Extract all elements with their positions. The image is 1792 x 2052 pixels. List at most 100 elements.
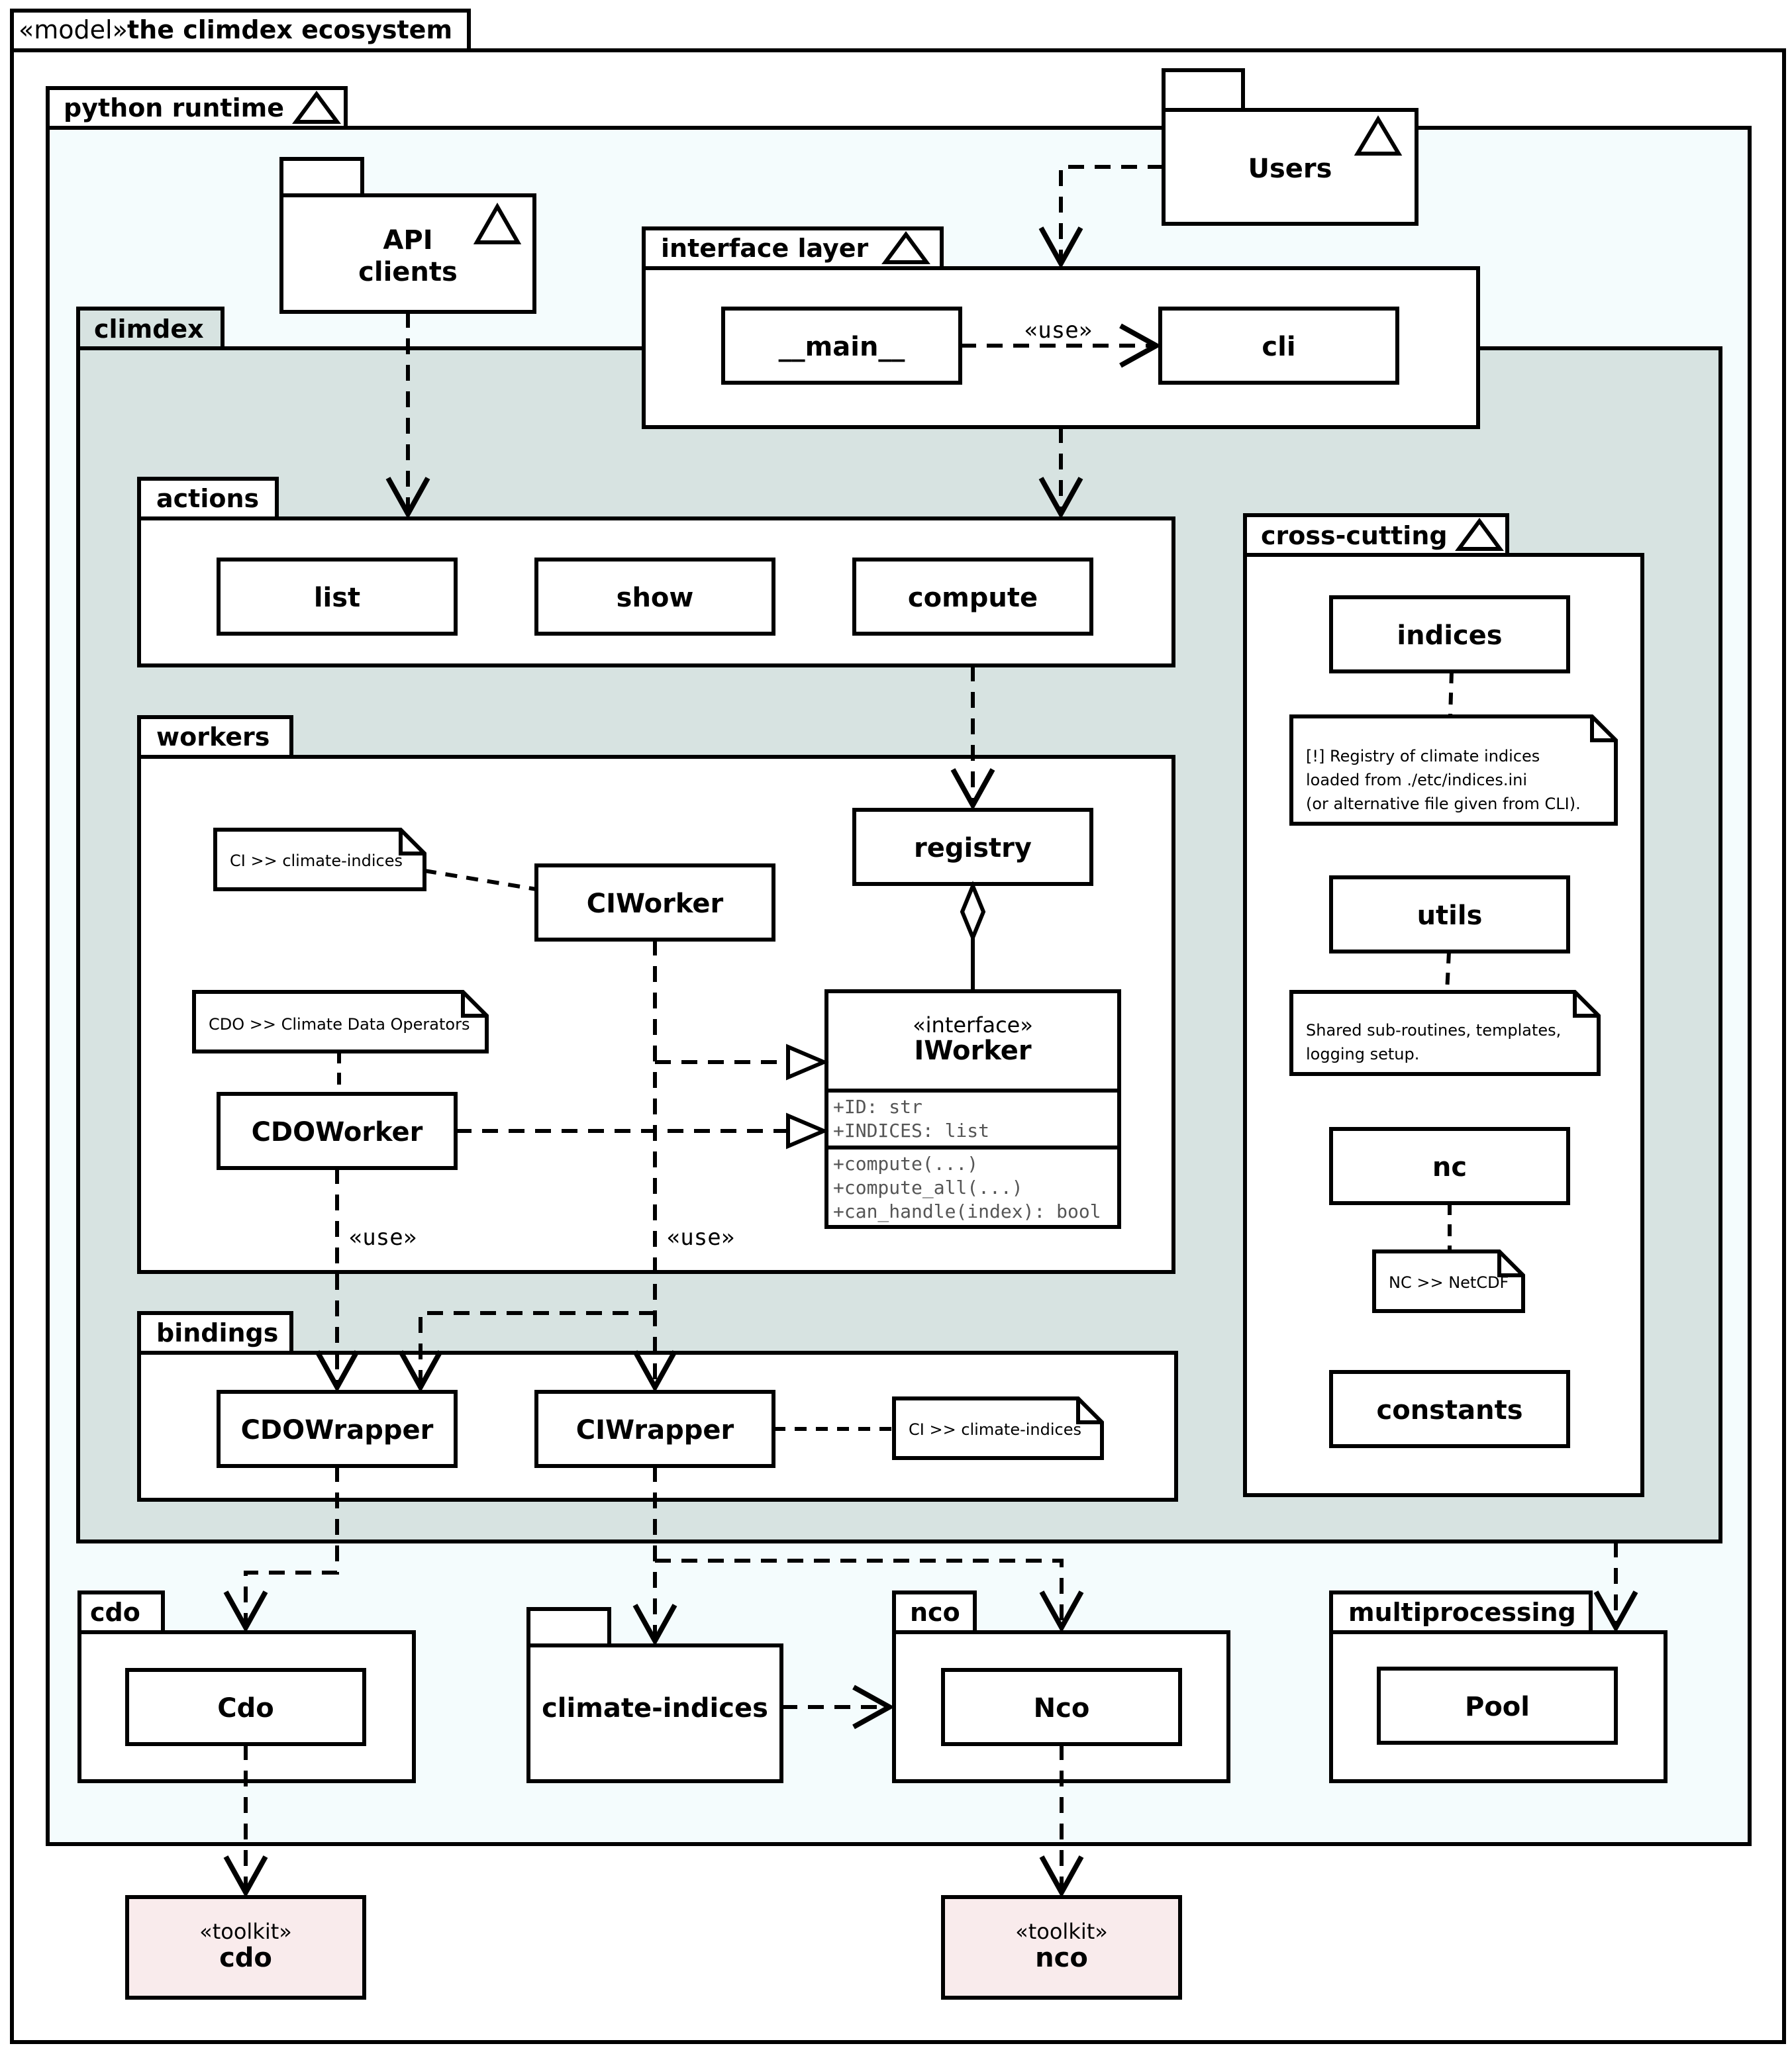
cdowrapper-class (217, 1390, 458, 1468)
ciwrapper-label: CIWrapper (576, 1415, 734, 1445)
cdowrapper-to-cdo-arrow (223, 1466, 339, 1634)
python-runtime-triangle-icon (292, 90, 341, 124)
cli-module (1158, 307, 1399, 385)
action-list (217, 558, 458, 636)
utils-note (1289, 990, 1601, 1076)
action-compute-label: compute (908, 583, 1038, 613)
package-climate-indices: climate-indices (526, 1607, 783, 1783)
nco-class-label: Nco (1034, 1693, 1090, 1724)
actions-label: actions (156, 484, 259, 513)
main-module-label: __main__ (779, 332, 905, 362)
action-compute (852, 558, 1093, 636)
nco-package-label: nco (910, 1598, 960, 1627)
python-runtime-label: python runtime (64, 93, 284, 122)
interface-layer-triangle-icon (881, 230, 930, 264)
toolkit-nco: «toolkit» nco (941, 1895, 1182, 2000)
api-clients-label-line2: clients (358, 257, 458, 287)
utils-note-link (1445, 951, 1451, 993)
ciworker-note-text: CI >> climate-indices (230, 852, 403, 870)
utils-label: utils (1417, 901, 1483, 931)
ciwrapper-to-nco-arrow (655, 1559, 1084, 1634)
ciworker-use-label: «use» (667, 1224, 734, 1251)
action-show (534, 558, 775, 636)
cross-cutting-label: cross-cutting (1261, 521, 1448, 550)
indices-note-text: (or alternative file given from CLI). (1306, 795, 1581, 813)
constants-label: constants (1377, 1395, 1523, 1426)
users-label: Users (1248, 154, 1332, 184)
ciworker-note-link (424, 869, 537, 891)
package-actions: actions list show compute (137, 477, 1175, 667)
cdo-class-label: Cdo (217, 1693, 274, 1724)
package-users: Users (1162, 68, 1419, 226)
ciwrapper-note-text: CI >> climate-indices (909, 1420, 1081, 1439)
realization-arrowhead-icon (786, 1112, 829, 1149)
nc-module (1329, 1127, 1570, 1205)
aggregation-diamond-icon (960, 881, 986, 943)
package-cross-cutting: cross-cutting indices [!] Registry of cl… (1243, 513, 1644, 1497)
realization-arrowhead-icon (786, 1044, 829, 1081)
cdoworker-use-label: «use» (349, 1224, 417, 1251)
indices-note (1289, 714, 1618, 826)
model-stereotype: «model» (19, 15, 128, 44)
note-fold-icon (1497, 1251, 1523, 1277)
action-show-label: show (617, 583, 694, 613)
note-fold-icon (399, 830, 424, 855)
toolkit-nco-stereotype: «toolkit» (1015, 1919, 1108, 1944)
indices-note-text: [!] Registry of climate indices (1306, 747, 1540, 765)
climate-indices-label: climate-indices (542, 1693, 768, 1724)
cli-module-label: cli (1262, 332, 1295, 362)
indices-note-link (1448, 671, 1454, 717)
api-clients-label-line1: API (383, 225, 432, 256)
cdo-package-label: cdo (90, 1598, 140, 1627)
note-fold-icon (1573, 992, 1599, 1018)
utils-module (1329, 875, 1570, 953)
toolkit-cdo-stereotype: «toolkit» (199, 1919, 292, 1944)
ciworker-label: CIWorker (587, 889, 724, 919)
nco-class (941, 1668, 1182, 1746)
main-cli-use-label: «use» (1024, 317, 1092, 344)
cross-cutting-triangle-icon (1455, 517, 1504, 551)
bindings-label: bindings (156, 1318, 278, 1347)
indices-module (1329, 595, 1570, 673)
pool-class-label: Pool (1465, 1692, 1530, 1722)
iworker-operation: +compute_all(...) (833, 1177, 1023, 1199)
note-fold-icon (1076, 1398, 1102, 1424)
cdoworker-note (192, 990, 489, 1053)
users-to-interface-arrow (1038, 165, 1164, 269)
indices-note-text: loaded from ./etc/indices.ini (1306, 771, 1527, 789)
note-fold-icon (461, 992, 487, 1018)
toolkit-cdo-name: cdo (219, 1943, 272, 1973)
toolkit-cdo: «toolkit» cdo (125, 1895, 366, 2000)
ciwrapper-note (892, 1396, 1104, 1460)
users-triangle-icon (1354, 115, 1403, 156)
cdoworker-label: CDOWorker (252, 1117, 423, 1148)
iworker-stereotype: «interface» (913, 1012, 1033, 1038)
cdoworker-class (217, 1092, 458, 1170)
multiprocessing-label: multiprocessing (1348, 1598, 1576, 1627)
registry-label: registry (914, 833, 1032, 863)
iworker-operation: +compute(...) (833, 1153, 978, 1175)
utils-note-text: Shared sub-routines, templates, (1306, 1021, 1561, 1040)
api-clients-triangle-icon (473, 202, 522, 244)
interface-layer-label: interface layer (661, 234, 869, 263)
toolkit-nco-name: nco (1035, 1943, 1088, 1973)
iworker-attribute: +ID: str (833, 1096, 922, 1118)
cdoworker-note-text: CDO >> Climate Data Operators (209, 1015, 470, 1034)
iworker-name: IWorker (914, 1036, 1031, 1066)
dependency-arrows (223, 165, 1638, 1898)
constants-module (1329, 1370, 1570, 1448)
iworker-interface (824, 989, 1121, 1229)
climdex-label: climdex (94, 315, 204, 344)
model-title: the climdex ecosystem (127, 15, 452, 44)
nc-note-text: NC >> NetCDF (1389, 1273, 1509, 1292)
utils-note-text: logging setup. (1306, 1045, 1419, 1063)
nc-note (1372, 1249, 1525, 1313)
action-list-label: list (314, 583, 360, 613)
registry-module (852, 808, 1093, 886)
nc-label: nc (1432, 1152, 1467, 1183)
note-fold-icon (1590, 716, 1616, 742)
indices-label: indices (1397, 620, 1502, 651)
cdowrapper-label: CDOWrapper (241, 1415, 434, 1445)
iworker-attribute: +INDICES: list (833, 1120, 989, 1142)
